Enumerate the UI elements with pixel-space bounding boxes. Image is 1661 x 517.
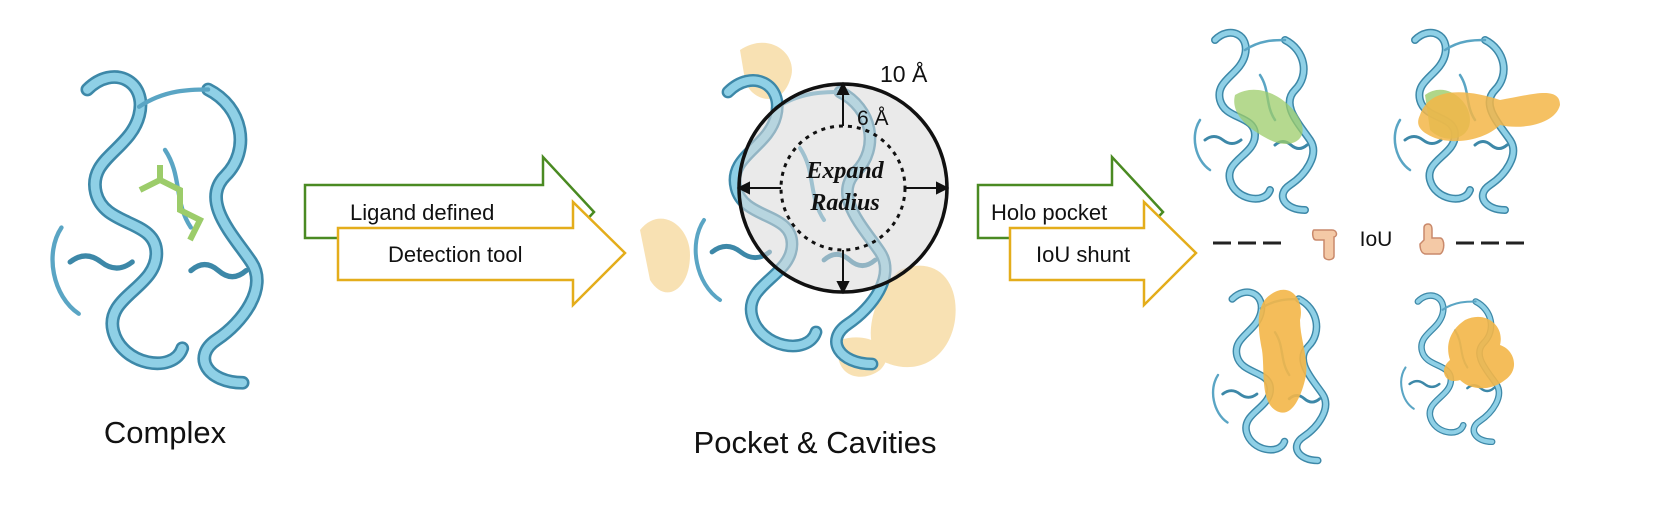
pointing-hand-left-icon	[1311, 229, 1338, 261]
iou-label: IoU	[1360, 228, 1393, 251]
expand-label: Expand	[805, 158, 884, 184]
pocket-cavities-panel: 10 Å 6 Å Expand Radius Pocket & Cavities	[640, 42, 956, 460]
complex-caption: Complex	[104, 415, 227, 450]
ligand-defined-label: Ligand defined	[350, 200, 494, 225]
holo-pocket-label: Holo pocket	[991, 200, 1107, 225]
comparison-panel: IoU	[1195, 33, 1560, 461]
complex-protein-icon	[53, 77, 257, 383]
iou-shunt-arrow	[1008, 199, 1198, 309]
holo-ligand-pocket	[1234, 89, 1303, 144]
pointing-hand-right-icon	[1419, 223, 1445, 255]
detection-tool-label: Detection tool	[388, 242, 523, 267]
outer-radius-label: 10 Å	[880, 60, 928, 87]
pocket-a-blob	[1258, 289, 1307, 413]
iou-shunt-label: IoU shunt	[1036, 242, 1130, 267]
complex-panel: Complex	[53, 77, 257, 450]
arrow-pair-1: Ligand defined Detection tool	[303, 153, 627, 309]
arrow-pair-2: Holo pocket IoU shunt	[976, 153, 1198, 309]
cavity-blobs	[640, 42, 956, 377]
pocket-cavities-caption: Pocket & Cavities	[694, 425, 937, 460]
ligand-icon	[138, 165, 205, 242]
inner-radius-label: 6 Å	[857, 107, 889, 130]
detection-tool-arrow	[336, 199, 627, 309]
overlay-predicted-pocket	[1418, 92, 1560, 142]
radius-label: Radius	[809, 190, 879, 216]
radius-arrows	[736, 81, 950, 295]
pocket-b-blob	[1443, 316, 1515, 389]
